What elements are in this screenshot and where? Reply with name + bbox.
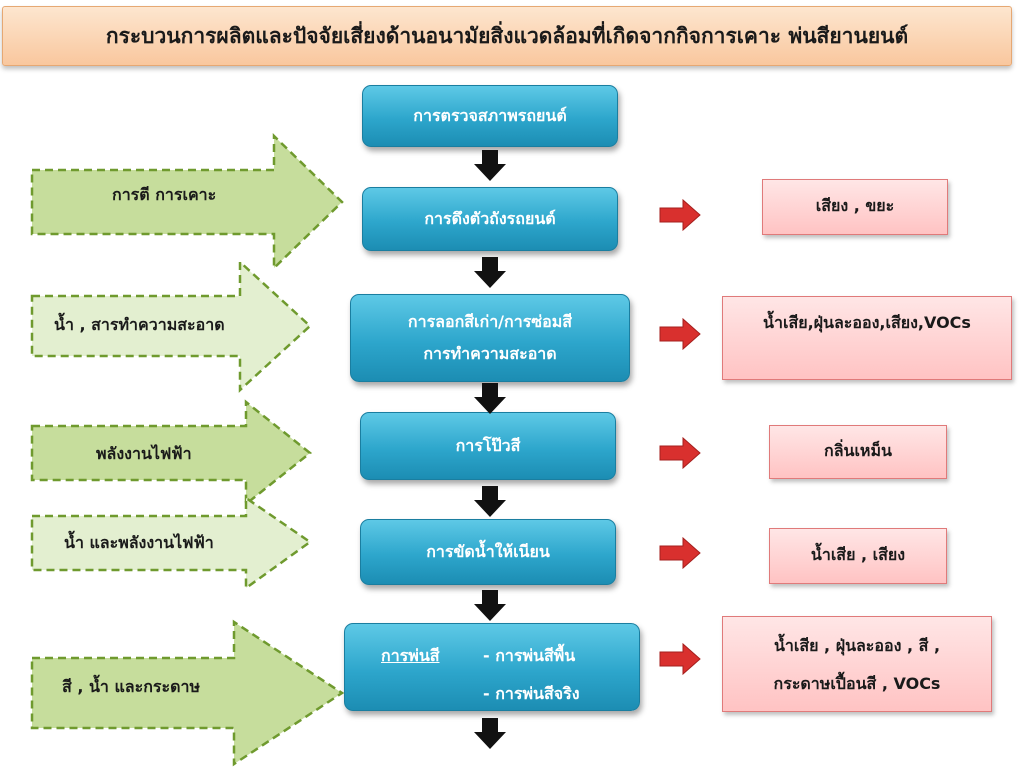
step-sub-topcoat: - การพ่นสีจริง bbox=[483, 684, 580, 703]
output-label: เสียง , ขยะ bbox=[815, 196, 895, 215]
input-label-5: สี , น้ำ และกระดาษ bbox=[62, 677, 200, 696]
input-arrow-2 bbox=[30, 259, 312, 393]
output-box-2: น้ำเสีย,ฝุ่นละออง,เสียง,VOCs bbox=[722, 296, 1012, 380]
step-label: การโป๊วสี bbox=[455, 435, 521, 455]
step-label: การดึงตัวถังรถยนต์ bbox=[424, 208, 556, 228]
step-label-line2: การทำความสะอาด bbox=[423, 344, 557, 363]
output-label-line2: กระดาษเปื้อนสี , VOCs bbox=[773, 674, 941, 693]
output-label: น้ำเสีย,ฝุ่นละออง,เสียง,VOCs bbox=[763, 313, 971, 332]
input-label-1: การตี การเคาะ bbox=[112, 185, 217, 204]
step-spray-painting: การพ่นสี - การพ่นสีพื้น - การพ่นสีจริง bbox=[344, 623, 640, 711]
step-paint-stripping-cleaning: การลอกสีเก่า/การซ่อมสี การทำความสะอาด bbox=[350, 294, 630, 382]
output-arrow-1 bbox=[659, 199, 701, 231]
down-arrow-1 bbox=[474, 150, 506, 181]
input-label-3: พลังงานไฟฟ้า bbox=[96, 444, 192, 463]
output-label-line1: น้ำเสีย , ฝุ่นละออง , สี , bbox=[773, 636, 941, 655]
output-label: น้ำเสีย , เสียง bbox=[810, 545, 906, 564]
output-box-5: น้ำเสีย , ฝุ่นละออง , สี , กระดาษเปื้อนส… bbox=[722, 616, 992, 712]
input-arrow-3 bbox=[30, 399, 313, 507]
output-arrow-4 bbox=[659, 537, 701, 569]
output-box-1: เสียง , ขยะ bbox=[762, 179, 948, 235]
input-arrow-4 bbox=[30, 495, 313, 591]
output-box-3: กลิ่นเหม็น bbox=[769, 425, 947, 479]
step-wet-sanding: การขัดน้ำให้เนียน bbox=[360, 519, 616, 585]
down-arrow-2 bbox=[474, 257, 506, 288]
down-arrow-3 bbox=[474, 383, 506, 414]
output-arrow-5 bbox=[659, 643, 701, 675]
step-label: การขัดน้ำให้เนียน bbox=[426, 541, 550, 561]
input-label-4: น้ำ และพลังงานไฟฟ้า bbox=[64, 533, 214, 552]
input-label-2: น้ำ , สารทำความสะอาด bbox=[54, 315, 225, 334]
step-label: การตรวจสภาพรถยนต์ bbox=[413, 105, 567, 125]
output-arrow-2 bbox=[659, 318, 701, 350]
output-box-4: น้ำเสีย , เสียง bbox=[769, 528, 947, 584]
output-arrow-3 bbox=[659, 437, 701, 469]
down-arrow-6 bbox=[474, 718, 506, 749]
input-arrow-5 bbox=[30, 619, 345, 767]
down-arrow-5 bbox=[474, 590, 506, 621]
step-body-straightening: การดึงตัวถังรถยนต์ bbox=[362, 187, 618, 251]
step-putty: การโป๊วสี bbox=[360, 412, 616, 480]
step-vehicle-inspection: การตรวจสภาพรถยนต์ bbox=[362, 85, 618, 147]
down-arrow-4 bbox=[474, 486, 506, 517]
step-label: การพ่นสี bbox=[381, 646, 440, 665]
step-label-line1: การลอกสีเก่า/การซ่อมสี bbox=[407, 312, 573, 331]
output-label: กลิ่นเหม็น bbox=[824, 441, 892, 460]
step-sub-primer: - การพ่นสีพื้น bbox=[483, 646, 576, 665]
input-arrow-1 bbox=[30, 133, 344, 271]
title-banner: กระบวนการผลิตและปัจจัยเสี่ยงด้านอนามัยสิ… bbox=[2, 6, 1012, 66]
page-title: กระบวนการผลิตและปัจจัยเสี่ยงด้านอนามัยสิ… bbox=[105, 23, 909, 48]
